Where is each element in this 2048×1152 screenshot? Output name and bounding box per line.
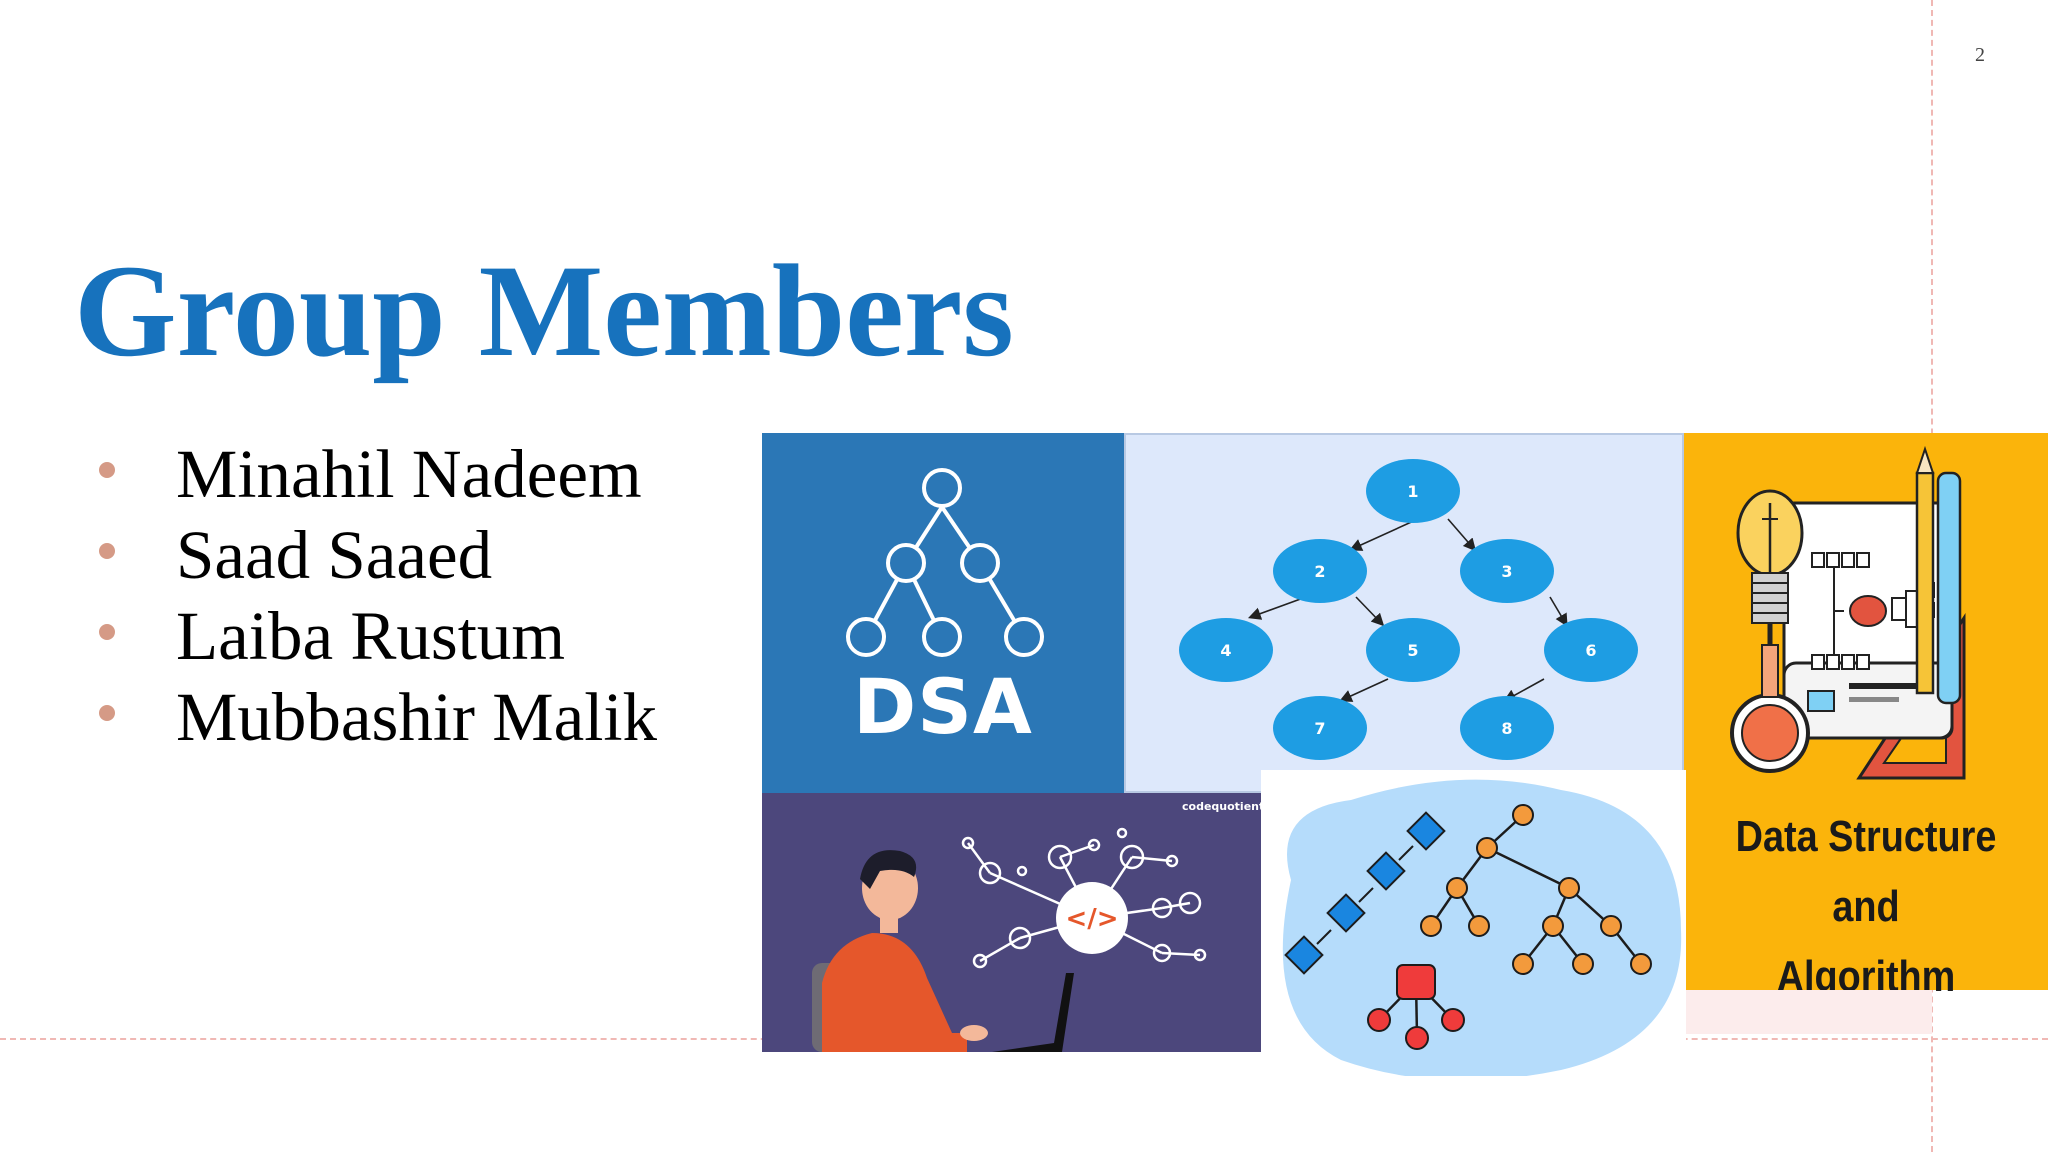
tree-node-label: 8 (1501, 719, 1512, 738)
tree-node-label: 6 (1585, 641, 1596, 660)
tree-node-label: 5 (1407, 641, 1418, 660)
coder-illustration: </> (812, 827, 1207, 1052)
book-cover-strip (1684, 990, 1932, 1034)
tree-node-label: 1 (1407, 482, 1418, 501)
data-structures-image (1261, 770, 1686, 1076)
slide-title: Group Members (74, 237, 1014, 384)
data-structures-icon (1282, 779, 1682, 1076)
book-cover-image (1684, 433, 2048, 990)
tree-node-label: 2 (1314, 562, 1325, 581)
member-name: Mubbashir Malik (176, 679, 658, 755)
code-icon: </> (1065, 904, 1118, 934)
page-number: 2 (1975, 44, 1985, 66)
dsa-label: DSA (853, 662, 1033, 751)
coder-illustration-image: </> (762, 793, 1261, 1052)
tree-node-label: 3 (1501, 562, 1512, 581)
brand-label: codequotient (1182, 800, 1265, 813)
bullet-icon (99, 624, 115, 640)
binary-tree-diagram: 1 2 3 4 5 6 7 8 (1179, 459, 1638, 760)
bullet-icon (99, 462, 115, 478)
lightbulb-blueprint-icon (1730, 445, 1966, 780)
binary-tree-image: 1 2 3 4 5 6 7 8 (1124, 433, 1684, 793)
tree-node-label: 4 (1220, 641, 1231, 660)
tree-graph-icon (846, 468, 1044, 657)
dsa-logo-image (762, 433, 1124, 793)
book-title: Data Structure and Algorithm (1709, 802, 2022, 1012)
bullet-icon (99, 705, 115, 721)
member-name: Saad Saaed (176, 517, 493, 593)
tree-node-label: 7 (1314, 719, 1325, 738)
book-title-line: Data Structure and (1735, 812, 1997, 931)
bullet-icon (99, 543, 115, 559)
member-name: Laiba Rustum (176, 598, 566, 674)
member-name: Minahil Nadeem (176, 436, 642, 512)
